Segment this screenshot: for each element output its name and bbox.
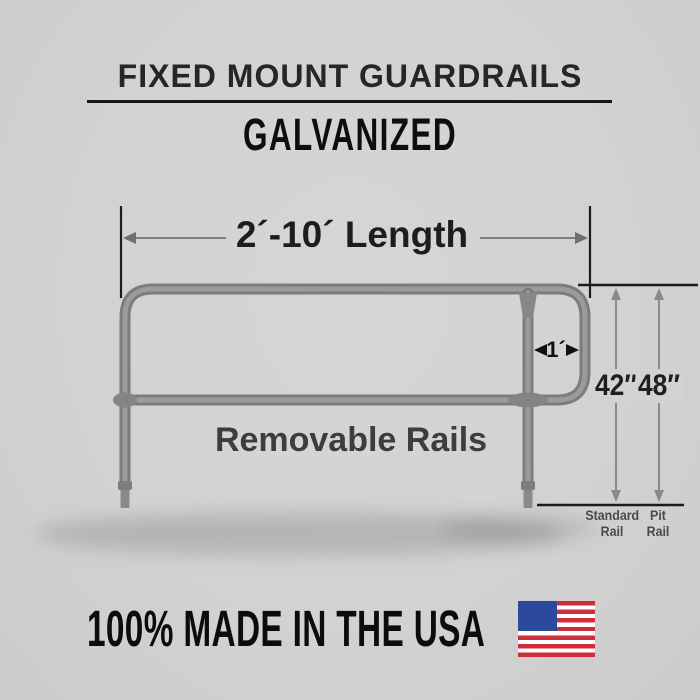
standard-height-label: 42″ <box>592 369 640 403</box>
standard-height-arrow-up <box>611 288 621 300</box>
length-arrow-right <box>575 232 588 244</box>
pit-rail-caption: Pit Rail <box>646 508 670 540</box>
pit-height-arrow-down <box>654 490 664 502</box>
left-post-collar <box>118 481 132 490</box>
standard-height-arrow-down <box>611 490 621 502</box>
made-in-usa-text: 100% MADE IN THE USA <box>87 600 486 657</box>
standard-rail-caption: Standard Rail <box>585 508 640 540</box>
weld-joint-left <box>113 392 137 408</box>
dimension-lines <box>119 206 698 507</box>
title-underline <box>87 100 612 103</box>
removable-rails-label: Removable Rails <box>214 421 488 459</box>
length-arrow-left <box>123 232 136 244</box>
gap-arrow-right <box>566 344 579 356</box>
gap-arrow-left <box>534 344 547 356</box>
left-post-foot <box>120 490 130 508</box>
guardrail-drawing <box>113 283 591 508</box>
pit-height-arrow-up <box>654 288 664 300</box>
rail-gap-dimension-label: 1´ <box>546 337 566 362</box>
rail-frame-highlight <box>122 286 588 490</box>
ground-shadow <box>35 512 600 556</box>
flag-canton <box>518 601 557 631</box>
us-flag-icon <box>518 601 595 657</box>
page-title: FIXED MOUNT GUARDRAILS <box>117 58 583 94</box>
page-subtitle: GALVANIZED <box>242 109 458 160</box>
inner-post-foot <box>523 490 533 508</box>
inner-post-collar <box>521 481 535 490</box>
weld-joint-inner <box>508 392 548 408</box>
pit-height-label: 48″ <box>635 369 683 403</box>
length-dimension-label: 2´-10´ Length <box>235 214 469 255</box>
inner-post-taper <box>519 293 537 318</box>
